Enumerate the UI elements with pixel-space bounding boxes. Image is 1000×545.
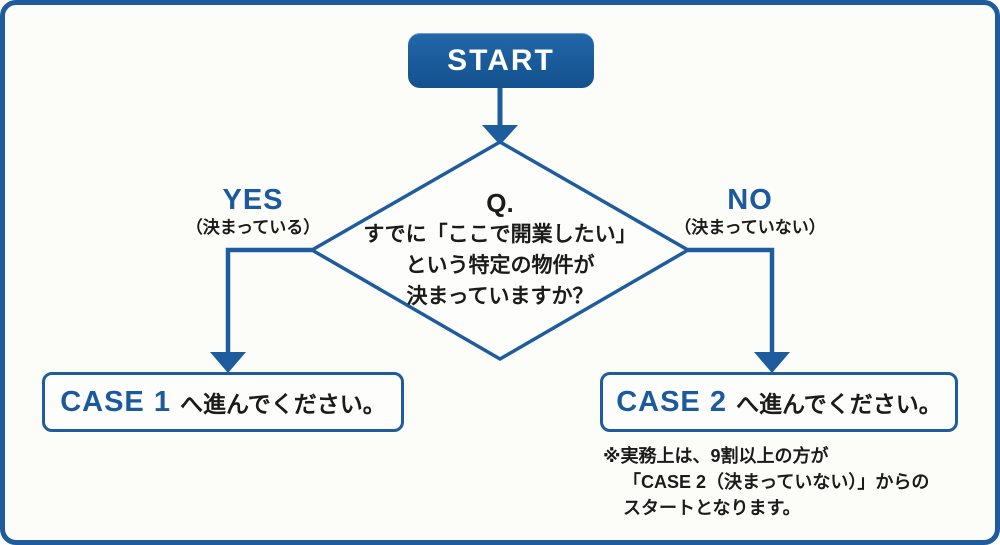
start-label: START bbox=[447, 43, 555, 77]
case1-text: へ進んでください。 bbox=[179, 391, 386, 417]
no-sublabel-text: （決まっていない） bbox=[674, 218, 826, 237]
connector-layer bbox=[210, 88, 790, 373]
no-label-text: NO bbox=[727, 184, 773, 216]
case2-box: CASE 2 へ進んでください。 bbox=[600, 372, 958, 432]
question-line: 決まっていますか？ bbox=[406, 285, 594, 308]
start-node: START bbox=[408, 33, 594, 88]
case1-box: CASE 1 へ進んでください。 bbox=[42, 372, 404, 432]
yes-sublabel-text: （決まっている） bbox=[185, 218, 321, 237]
yes-arrowhead-icon bbox=[210, 352, 246, 373]
no-branch-line bbox=[688, 247, 775, 354]
case1-name: CASE 1 bbox=[60, 385, 171, 418]
footnote-line: ※実務上は、9割以上の方が bbox=[603, 446, 829, 466]
question-line: という特定の物件が bbox=[405, 254, 595, 277]
question-line: すでに「ここで開業したい」 bbox=[363, 223, 637, 246]
no-branch-label: NO （決まっていない） bbox=[650, 185, 850, 239]
no-arrowhead-icon bbox=[754, 352, 790, 373]
yes-label-text: YES bbox=[222, 184, 284, 216]
case2-name: CASE 2 bbox=[616, 385, 727, 418]
decision-diamond bbox=[308, 139, 692, 362]
case2-text: へ進んでください。 bbox=[735, 391, 942, 417]
footnote: ※実務上は、9割以上の方が 「CASE 2（決まっていない）」からの スタートと… bbox=[603, 443, 973, 521]
footnote-line: 「CASE 2（決まっていない）」からの bbox=[623, 472, 930, 492]
start-arrowhead-icon bbox=[482, 125, 518, 145]
question-prefix: Q. bbox=[486, 188, 514, 218]
yes-branch-line bbox=[225, 247, 312, 354]
yes-branch-label: YES （決まっている） bbox=[153, 185, 353, 239]
footnote-line: スタートとなります。 bbox=[623, 498, 801, 518]
decision-question: Q. すでに「ここで開業したい」 という特定の物件が 決まっていますか？ bbox=[325, 187, 675, 312]
